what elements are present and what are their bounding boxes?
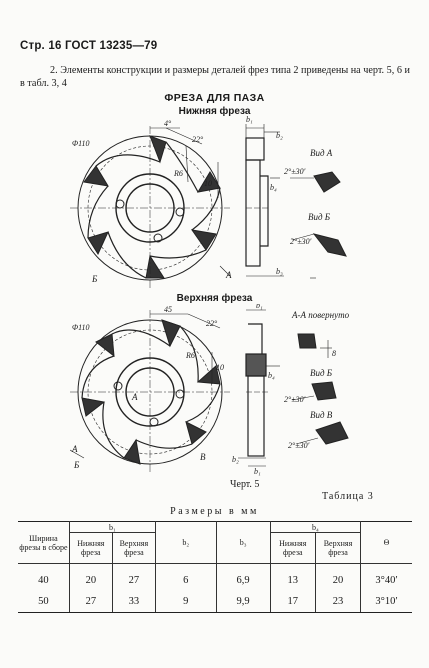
- cell: 20: [314, 563, 362, 591]
- upper-cutter-drawing: 45 22° Φ110 R6 10 А А Б В b₁ b₄ b₂ b₁ А-…: [70, 304, 350, 476]
- figure-caption: Черт. 5: [230, 479, 260, 490]
- header-b4-lower: Нижняя фреза: [269, 532, 316, 564]
- cell: 50: [18, 591, 70, 613]
- lower-view-b-title: Вид Б: [308, 212, 331, 222]
- lower-cutter-title: Нижняя фреза: [178, 106, 251, 117]
- lower-b3: b₃: [276, 267, 283, 276]
- upper-b2: b₂: [232, 455, 239, 464]
- lower-view-a-title: Вид А: [310, 148, 333, 158]
- upper-h10: 10: [216, 363, 224, 372]
- upper-b4: b₄: [268, 371, 275, 380]
- lower-r6: R6: [173, 169, 183, 178]
- upper-cutter-title: Верхняя фреза: [176, 293, 253, 304]
- upper-label-a: А: [71, 444, 78, 454]
- upper-r6: R6: [185, 351, 195, 360]
- lower-diameter: Φ110: [72, 139, 90, 148]
- upper-view-b-angle: 2°±30′: [284, 395, 306, 404]
- cell: 27: [68, 591, 113, 613]
- page-header: Стр. 16 ГОСТ 13235—79: [20, 40, 158, 52]
- upper-view-v-title: Вид В: [310, 410, 333, 420]
- section-title: ФРЕЗА ДЛЯ ПАЗА: [164, 92, 265, 104]
- header-b4-upper: Верхняя фреза: [314, 532, 362, 564]
- upper-side-hub: [245, 353, 267, 377]
- lower-label-b: Б: [91, 274, 98, 284]
- header-b4: b₄: [269, 521, 362, 533]
- dimensions-table: Ширина фрезы в сборе b₁ b₂ b₃ b₄ Θ Нижня…: [18, 521, 412, 613]
- header-b1-lower: Нижняя фреза: [68, 532, 113, 564]
- upper-b1-bottom: b₁: [254, 467, 261, 476]
- upper-angle-22: 22°: [206, 319, 218, 328]
- table-row: 50 27 33 9 9,9 17 23 3°10′: [18, 591, 412, 613]
- cell: 3°10′: [360, 591, 412, 613]
- upper-label-v: В: [200, 452, 206, 462]
- header-b1-upper: Верхняя фреза: [111, 532, 156, 564]
- intro-paragraph: 2. Элементы конструкции и размеры детале…: [20, 65, 410, 89]
- cell: 20: [68, 563, 113, 591]
- lower-side-hub: [245, 137, 265, 161]
- header-b2: b₂: [154, 521, 217, 564]
- upper-section-aa-title: А-А повернуто: [291, 310, 350, 320]
- upper-section-aa-dim: 8: [332, 349, 336, 358]
- table-title: Размеры в мм: [170, 506, 259, 517]
- lower-cutter-drawing: 4° 22° Φ110 R6 10 А Б b₁ b₂ b₄ b₃ Вид А …: [70, 116, 347, 288]
- cell: 13: [269, 563, 316, 591]
- cell: 6,9: [215, 563, 271, 591]
- upper-b1-top: b₁: [256, 304, 263, 310]
- lower-b1: b₁: [246, 116, 253, 124]
- header-theta: Θ: [360, 521, 412, 564]
- cell: 9,9: [215, 591, 271, 613]
- upper-diameter: Φ110: [72, 323, 90, 332]
- header-b1: b₁: [68, 521, 156, 533]
- cell: 40: [18, 563, 70, 591]
- upper-dim-45: 45: [164, 305, 172, 314]
- upper-view-v-angle: 2°±30′: [288, 441, 310, 450]
- header-b3: b₃: [215, 521, 271, 564]
- table-number: Таблица 3: [322, 491, 374, 502]
- lower-label-a: А: [225, 270, 232, 280]
- upper-view-b-title: Вид Б: [310, 368, 333, 378]
- lower-b4: b₄: [270, 183, 277, 192]
- upper-label-a-center: А: [131, 392, 138, 402]
- cell: 3°40′: [360, 563, 412, 591]
- cell: 27: [111, 563, 156, 591]
- lower-angle-top: 4°: [164, 119, 172, 128]
- lower-b2: b₂: [276, 131, 283, 140]
- cell: 9: [154, 591, 217, 613]
- lower-h10: 10: [204, 179, 212, 188]
- lower-view-a-angle: 2°±30′: [284, 167, 306, 176]
- lower-angle-22: 22°: [192, 135, 204, 144]
- header-width: Ширина фрезы в сборе: [18, 521, 70, 564]
- table-row: 40 20 27 6 6,9 13 20 3°40′: [18, 563, 412, 591]
- cell: 17: [269, 591, 316, 613]
- lower-view-b-angle: 2°±30′: [290, 237, 312, 246]
- cell: 6: [154, 563, 217, 591]
- upper-label-b: Б: [73, 460, 80, 470]
- cell: 23: [314, 591, 362, 613]
- cell: 33: [111, 591, 156, 613]
